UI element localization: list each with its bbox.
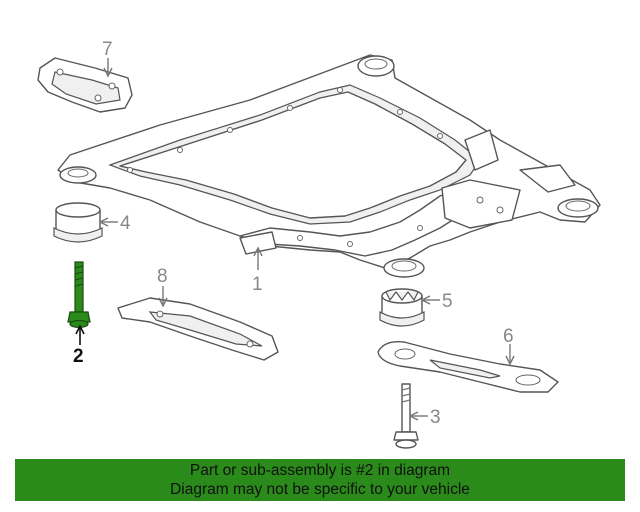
part-1-crossmember[interactable] xyxy=(57,54,601,278)
callout-5: 5 xyxy=(442,291,453,312)
callout-3: 3 xyxy=(430,407,441,428)
banner-line-2: Diagram may not be specific to your vehi… xyxy=(170,481,470,498)
part-3-bolt[interactable] xyxy=(393,383,419,449)
info-banner: Part or sub-assembly is #2 in diagram Di… xyxy=(15,459,625,501)
part-5-bushing[interactable] xyxy=(379,288,425,327)
callout-8: 8 xyxy=(157,266,168,287)
part-4-bushing[interactable] xyxy=(53,202,103,243)
callout-2: 2 xyxy=(73,346,84,367)
part-2-bolt[interactable] xyxy=(67,261,91,329)
callout-6: 6 xyxy=(503,326,514,347)
callout-4: 4 xyxy=(120,213,131,234)
banner-line-1: Part or sub-assembly is #2 in diagram xyxy=(189,462,451,479)
callout-1: 1 xyxy=(252,274,263,295)
part-6-plate[interactable] xyxy=(377,341,559,393)
part-8-shield[interactable] xyxy=(117,297,279,361)
callout-7: 7 xyxy=(102,39,113,60)
part-7-bracket[interactable] xyxy=(37,57,133,113)
